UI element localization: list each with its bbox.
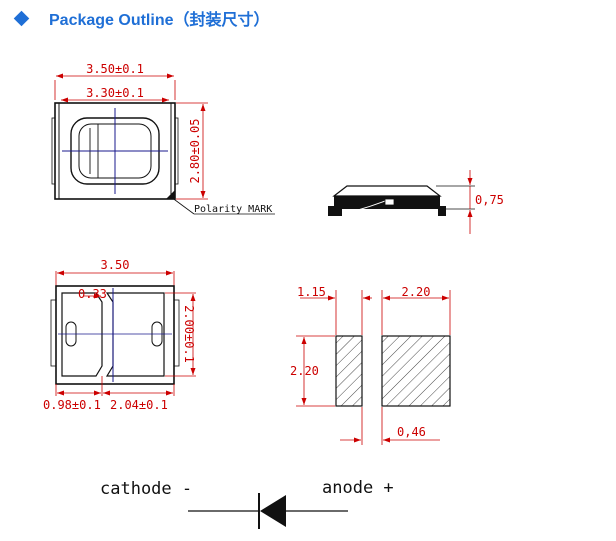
diode-triangle-icon bbox=[260, 495, 286, 527]
diode-symbol: cathode - anode + bbox=[100, 478, 394, 529]
bottom-pad-anode bbox=[105, 292, 165, 377]
dim-top-width-outer: 3.50±0.1 bbox=[54, 62, 176, 100]
bottom-width-label: 3.50 bbox=[101, 258, 130, 272]
footprint-height-label: 2.20 bbox=[290, 364, 319, 378]
footprint-small-label: 1.15 bbox=[297, 285, 326, 299]
bottom-outer-body bbox=[55, 285, 175, 385]
top-width-outer-label: 3.50±0.1 bbox=[86, 62, 144, 76]
dim-footprint-small: 1.15 bbox=[297, 285, 372, 335]
bottom-gap-label: 0.33 bbox=[78, 287, 107, 301]
dim-bottom-split: 0.98±0.1 2.04±0.1 bbox=[43, 376, 175, 412]
footprint: 1.15 2.20 2.20 0,46 bbox=[290, 285, 451, 445]
top-height-label: 2.80±0.05 bbox=[188, 118, 202, 183]
dim-bottom-width: 3.50 bbox=[55, 258, 175, 290]
top-width-inner-label: 3.30±0.1 bbox=[86, 86, 144, 100]
bottom-left-label: 0.98±0.1 bbox=[43, 398, 101, 412]
footprint-gap-label: 0,46 bbox=[397, 425, 426, 439]
bottom-pad-cathode bbox=[61, 292, 103, 377]
dim-footprint-gap: 0,46 bbox=[340, 407, 440, 445]
footprint-pad-large bbox=[381, 335, 451, 407]
footprint-pad-small bbox=[335, 335, 363, 407]
anode-label: anode + bbox=[322, 478, 394, 498]
cathode-label: cathode - bbox=[100, 479, 192, 499]
dim-bottom-gap: 0.33 bbox=[78, 287, 107, 301]
section-header: Package Outline（封装尺寸） bbox=[12, 7, 270, 29]
dim-side-height: 0,75 bbox=[467, 170, 504, 234]
dim-footprint-height: 2.20 bbox=[290, 335, 335, 407]
side-view: 0,75 bbox=[328, 170, 504, 234]
top-inner-body bbox=[58, 102, 172, 200]
footprint-large-label: 2.20 bbox=[402, 285, 431, 299]
dim-top-width-inner: 3.30±0.1 bbox=[61, 86, 169, 103]
dim-top-height: 2.80±0.05 bbox=[176, 102, 208, 200]
side-chip bbox=[384, 198, 395, 206]
bottom-right-label: 2.04±0.1 bbox=[110, 398, 168, 412]
side-height-label: 0,75 bbox=[475, 193, 504, 207]
dim-bottom-height: 2.00±0.1 bbox=[165, 292, 196, 377]
section-title: Package Outline（封装尺寸） bbox=[49, 12, 270, 29]
top-view: 3.50±0.1 3.30±0.1 Polarity MARK 2.80 bbox=[51, 62, 275, 215]
polarity-mark-corner bbox=[166, 190, 175, 199]
dim-footprint-large: 2.20 bbox=[381, 285, 451, 335]
polarity-mark-label: Polarity MARK bbox=[194, 204, 272, 215]
bottom-view: 3.50 0.33 2.00±0.1 0.98±0.1 bbox=[43, 258, 196, 412]
bottom-height-label: 2.00±0.1 bbox=[182, 305, 196, 363]
